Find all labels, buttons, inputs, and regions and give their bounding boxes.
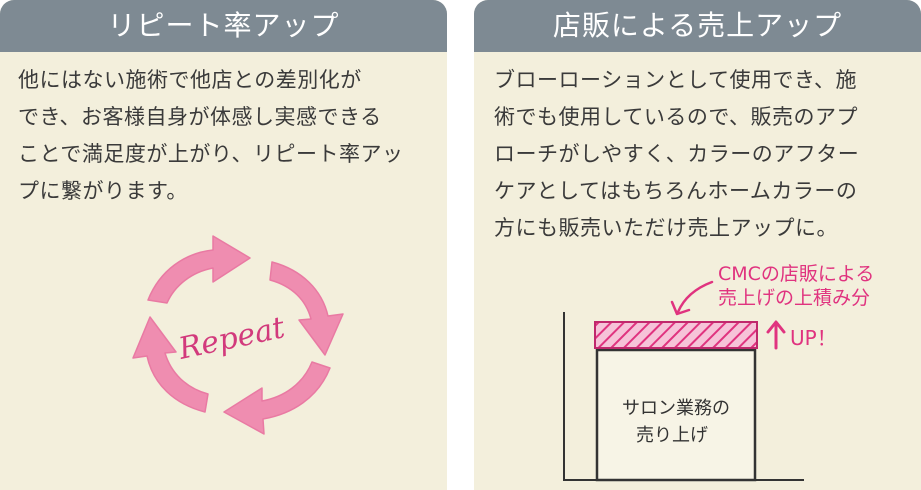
panel-title: リピート率アップ <box>0 0 447 52</box>
retail-sales-bar <box>594 321 758 349</box>
panel-repeat-rate: リピート率アップ 他にはない施術で他店との差別化が でき、お客様自身が体感し実感… <box>0 0 447 490</box>
annotation-pointer-icon <box>670 280 714 316</box>
cycle-arrow-top <box>147 235 251 304</box>
panel-retail-sales: 店販による売上アップ ブローローションとして使用でき、施 術でも使用しているので… <box>474 0 921 490</box>
annotation-line2: 売上げの上積み分 <box>718 287 870 309</box>
salon-sales-label-line1: サロン業務の <box>622 398 730 419</box>
sales-increase-illustration: サロン業務の 売り上げ UP！ CMCの店販による 売上げの上積み分 <box>563 263 874 482</box>
repeat-cycle-illustration: Repeat <box>132 235 344 435</box>
panel-description: ブローローションとして使用でき、施 術でも使用しているので、販売のアプ ローチが… <box>494 68 860 240</box>
annotation-line1: CMCの店販による <box>718 263 874 285</box>
cycle-arrow-bottom <box>223 361 331 435</box>
up-arrow-icon <box>766 320 786 350</box>
repeat-label: Repeat <box>175 310 289 367</box>
panel-description: 他にはない施術で他店との差別化が でき、お客様自身が体感し実感できる ことで満足… <box>18 68 404 203</box>
cycle-arrow-right <box>269 261 344 356</box>
salon-sales-box <box>595 348 757 482</box>
salon-sales-label-line2: 売り上げ <box>636 425 708 446</box>
up-label: UP！ <box>790 326 837 350</box>
cycle-arrow-left <box>132 316 209 413</box>
panel-title: 店販による売上アップ <box>474 0 921 52</box>
